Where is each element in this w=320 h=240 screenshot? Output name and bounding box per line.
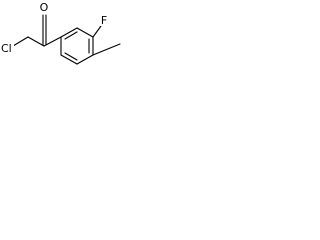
chlorine-label-bg <box>0 42 14 54</box>
ring-bond-2 <box>76 27 94 38</box>
bond-carbonyl-ring <box>43 36 62 47</box>
oxygen-label-bg <box>39 1 49 13</box>
bond-ring-methyl <box>92 43 121 56</box>
ring-bond-4 <box>76 54 94 65</box>
bond-ring-fluorine <box>92 25 102 38</box>
bond-cl-ch2 <box>12 36 29 47</box>
fluorine-label-bg <box>99 14 108 26</box>
ring-inner-bond-1 <box>64 31 78 40</box>
oxygen-label: O <box>40 1 49 14</box>
ring-bond-5 <box>60 54 78 65</box>
structure-diagram: O F Cl <box>0 1 121 65</box>
chlorine-label: Cl <box>1 42 12 55</box>
ring-inner-bond-3 <box>64 52 78 61</box>
bond-ch2-carbonyl <box>27 36 45 47</box>
fluorine-label: F <box>101 14 107 27</box>
ring-bond-1 <box>60 27 78 38</box>
